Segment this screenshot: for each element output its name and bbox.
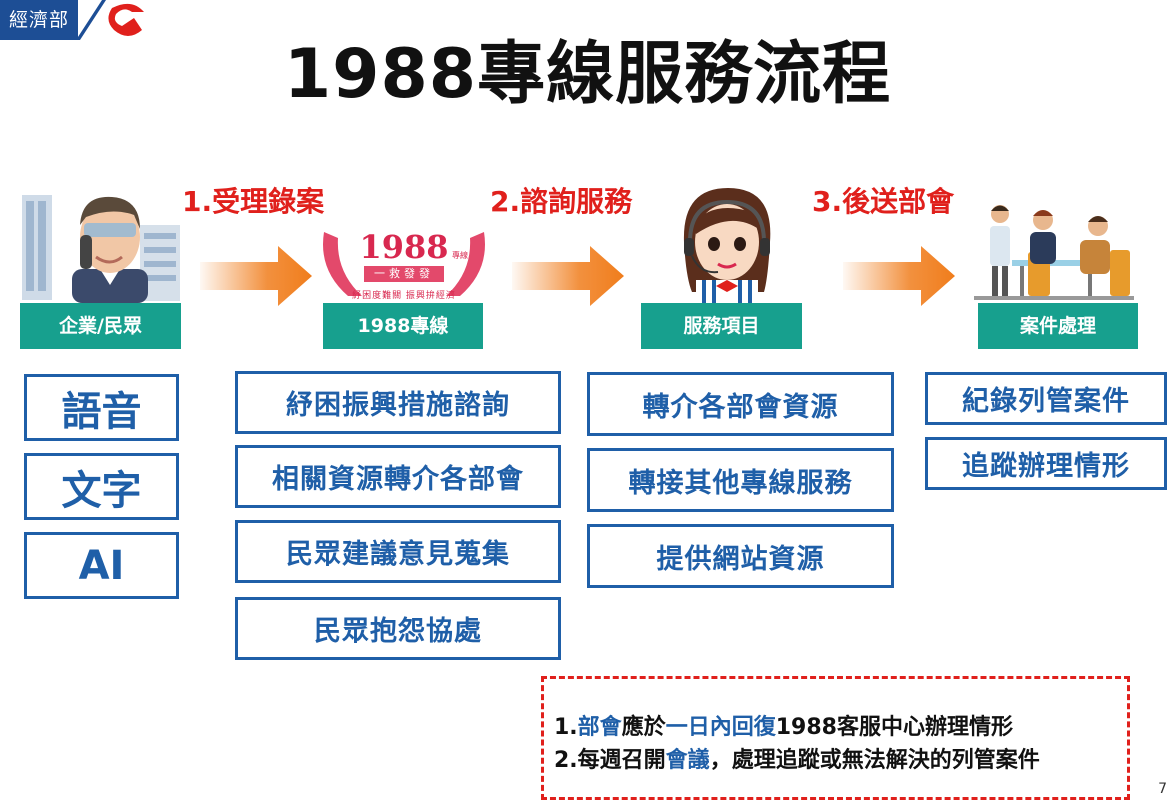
- note-highlight: 部會: [577, 715, 622, 740]
- note-text: 1988客服中心辦理情形: [775, 715, 1013, 740]
- hotline-number: 1988: [359, 228, 449, 266]
- meeting-icon: [974, 205, 1134, 300]
- page-number: 7: [1158, 781, 1167, 797]
- step-label-3: 3.後送部會: [812, 185, 955, 218]
- page-title: 1988專線服務流程: [283, 35, 892, 114]
- case-item: 追蹤辦理情形: [925, 437, 1167, 490]
- hotline-subtitle: 紓困度難關 振興拚經濟: [352, 291, 456, 301]
- flow-arrow-3-icon: [843, 246, 955, 306]
- channel-text: 文字: [24, 453, 179, 520]
- note-highlight: 會議: [665, 748, 710, 773]
- note-text: 應於: [621, 715, 666, 740]
- caller-illustration-icon: [22, 195, 180, 303]
- hotline-slogan-bar: 一救發發: [364, 266, 444, 282]
- logo-emblem-icon: [76, 0, 144, 40]
- note-line-1: 1.部會應於一日內回復1988客服中心辦理情形: [554, 711, 1127, 744]
- flow-arrow-1-icon: [200, 246, 312, 306]
- flow-arrow-2-icon: [512, 246, 624, 306]
- hotline-tag: 專線: [452, 251, 468, 260]
- hotline-logo: 1988 一救發發 專線 紓困度難關 振興拚經濟: [318, 222, 490, 304]
- node-label-services: 服務項目: [641, 303, 802, 349]
- note-text: 1.: [554, 715, 578, 740]
- note-box: 1.部會應於一日內回復1988客服中心辦理情形 2.每週召開會議，處理追蹤或無法…: [541, 676, 1130, 800]
- node-label-enterprise: 企業/民眾: [20, 303, 181, 349]
- hands-icon: [323, 232, 485, 296]
- node-label-cases: 案件處理: [978, 303, 1138, 349]
- service-item: 轉接其他專線服務: [587, 448, 894, 512]
- note-text: ，處理追蹤或無法解決的列管案件: [709, 748, 1040, 773]
- hotline-item: 相關資源轉介各部會: [235, 445, 561, 508]
- channel-ai: AI: [24, 532, 179, 599]
- service-agent-icon: [683, 188, 771, 304]
- service-item: 提供網站資源: [587, 524, 894, 588]
- slogan-char-1: 一: [374, 267, 389, 280]
- hotline-item: 民眾建議意見蒐集: [235, 520, 561, 583]
- step-label-1: 1.受理錄案: [182, 185, 325, 218]
- slogan-char-2: 救: [389, 267, 404, 280]
- logo-text: 經濟部: [0, 0, 78, 40]
- slogan-char-4: 發: [419, 267, 434, 280]
- note-highlight: 一日內回復: [665, 715, 776, 740]
- case-item: 紀錄列管案件: [925, 372, 1167, 425]
- note-text: 2.每週召開: [554, 748, 666, 773]
- slogan-char-3: 發: [404, 267, 419, 280]
- hotline-item: 紓困振興措施諮詢: [235, 371, 561, 434]
- step-label-2: 2.諮詢服務: [490, 185, 633, 218]
- hotline-item: 民眾抱怨協處: [235, 597, 561, 660]
- channel-voice: 語音: [24, 374, 179, 441]
- service-item: 轉介各部會資源: [587, 372, 894, 436]
- ministry-logo: 經濟部: [0, 0, 150, 40]
- note-line-2: 2.每週召開會議，處理追蹤或無法解決的列管案件: [554, 744, 1127, 777]
- node-label-hotline: 1988專線: [323, 303, 483, 349]
